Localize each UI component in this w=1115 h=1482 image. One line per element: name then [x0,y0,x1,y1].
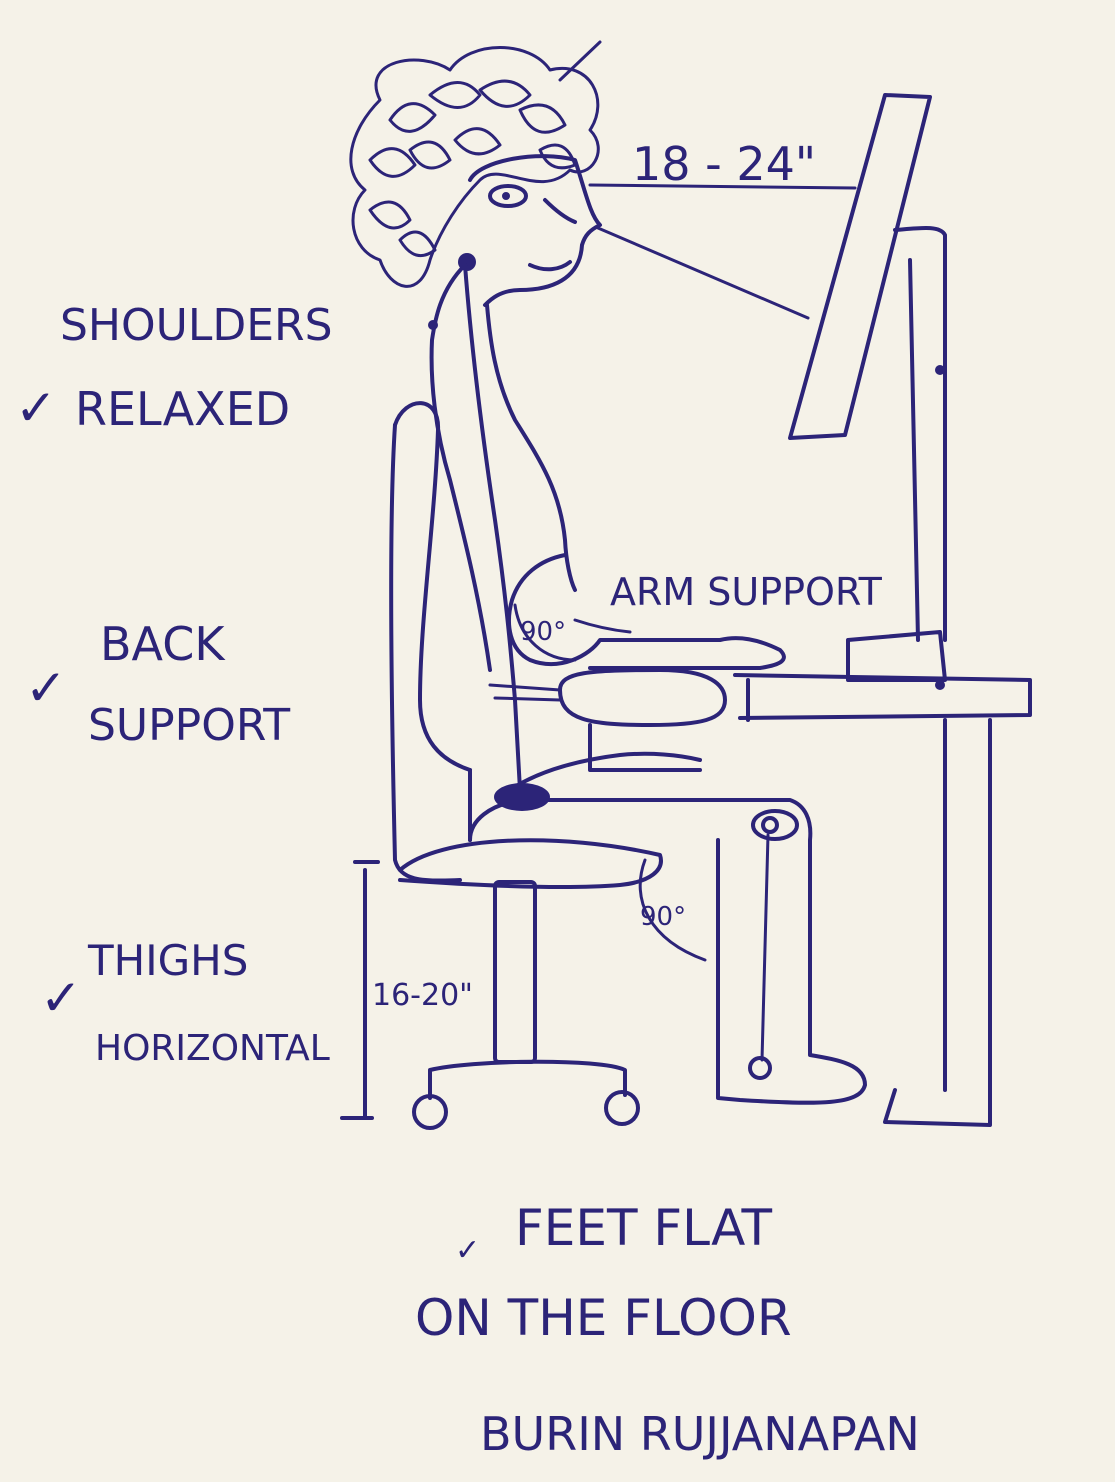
check-mark: ✓ [40,969,82,1027]
horizontal-label: HORIZONTAL [95,1028,330,1069]
hip-joint [494,783,550,811]
face [458,154,602,307]
feet-label-line1: FEET FLAT [515,1199,772,1257]
shoulders-label: SHOULDERS [60,300,333,351]
ankle-joint [748,1056,772,1080]
leg [468,751,867,1105]
chair-wheel [412,1094,448,1130]
check-mark: ✓ [455,1233,480,1268]
check-mark: ✓ [25,659,67,717]
knee-joint [751,809,799,841]
chair-wheel [604,1090,640,1126]
thighs-label: THIGHS [87,936,248,985]
eye-distance-label: 18 - 24" [632,137,816,191]
eye [488,184,528,208]
chair-post [493,880,537,1064]
monitor [788,93,947,690]
sight-lines [588,183,857,320]
seat-height-label: 16-20" [372,978,473,1013]
armrest [488,668,727,772]
feet-label-line2: ON THE FLOOR [415,1289,792,1347]
arm-support-label: ARM SUPPORT [610,570,883,614]
check-mark: ✓ [15,379,57,437]
back-label: BACK [100,617,226,671]
desk [733,673,1032,1127]
signature: BURIN RUJJANAPAN [480,1407,920,1461]
knee-angle-arc [638,858,707,962]
elbow-angle-arc [513,603,577,662]
relaxed-label: RELAXED [75,382,290,436]
elbow-angle-label: 90° [520,617,566,647]
knee-angle-label: 90° [640,902,686,932]
torso [428,263,577,792]
support-label: SUPPORT [88,700,290,751]
hair-scribble [349,40,602,288]
chair [389,401,663,1130]
seat-height-bracket [340,860,380,1120]
